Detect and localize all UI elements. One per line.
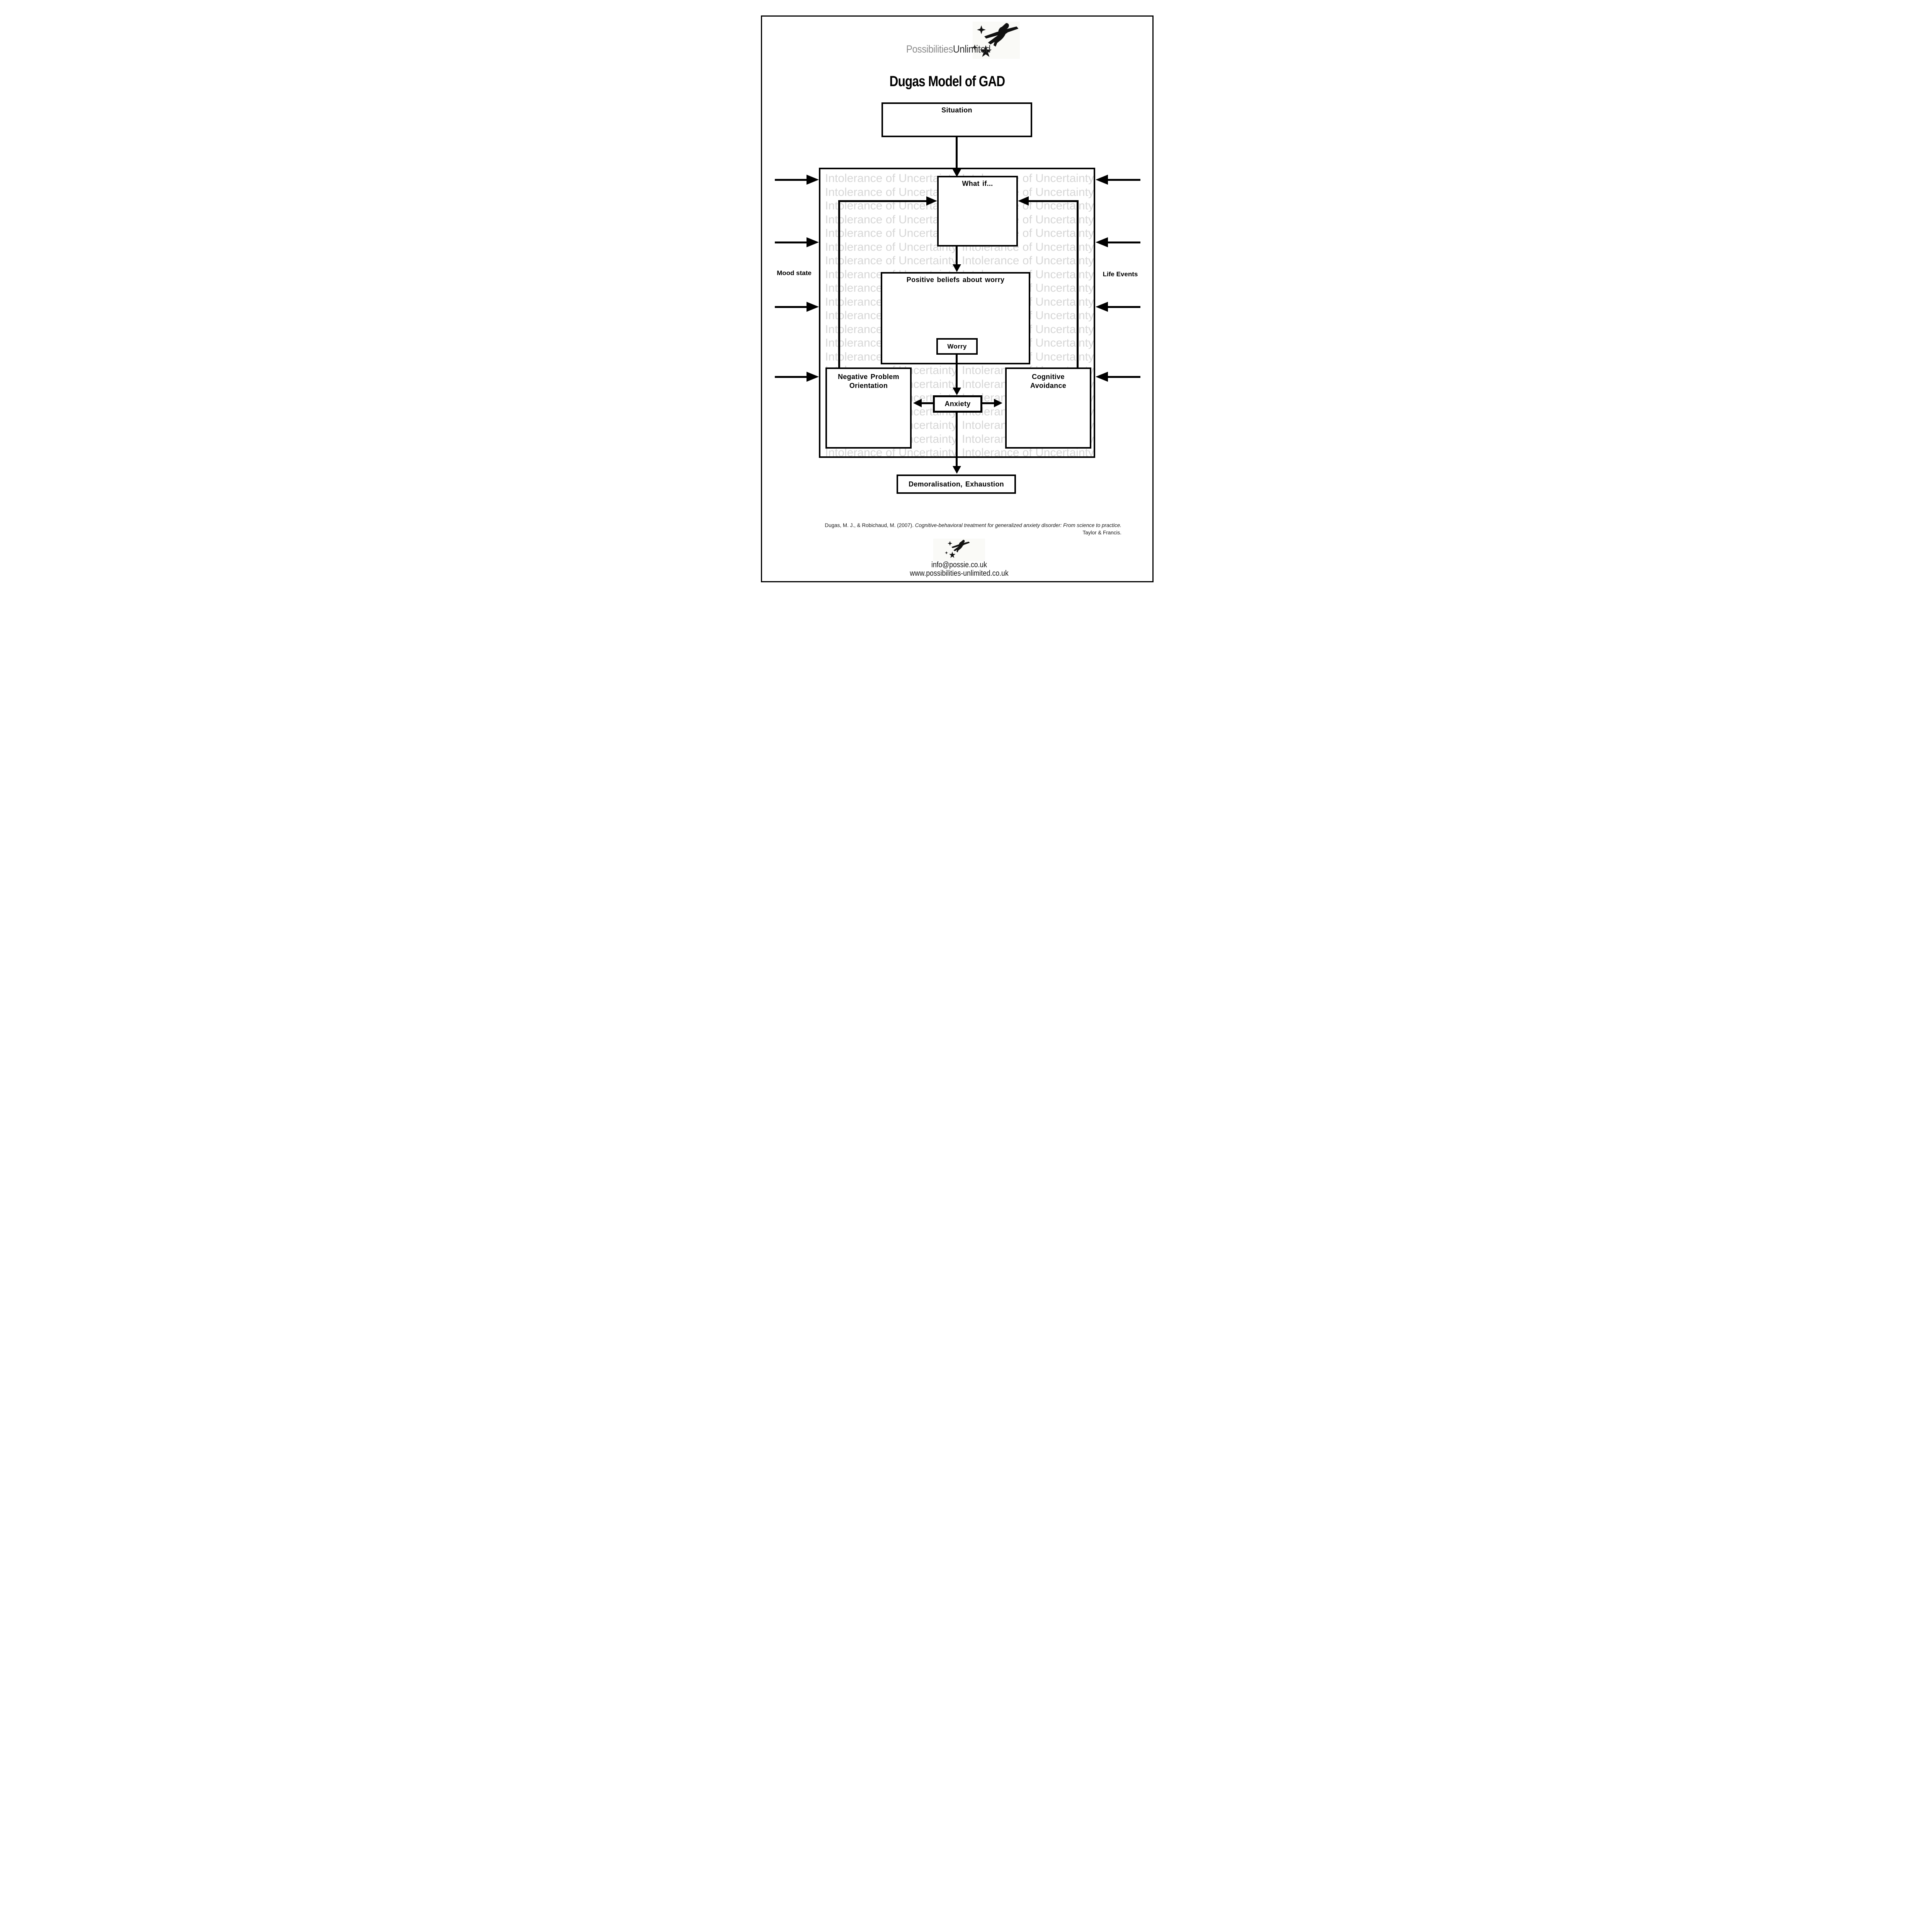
star-icon (945, 551, 948, 554)
brand-possibilities: Possibilities (906, 43, 953, 55)
page-border (761, 15, 1154, 582)
cognitive-avoidance-label: Cognitive Avoidance (1030, 373, 1067, 389)
flying-person-silhouette (984, 23, 1019, 47)
negative-problem-orientation-box: Negative Problem Orientation (825, 367, 912, 449)
worry-label: Worry (947, 343, 967, 350)
page-title: Dugas Model of GAD (889, 73, 1006, 90)
situation-label: Situation (941, 106, 972, 114)
footer-flying-person-icon (945, 540, 970, 558)
footer-email: info@possie.co.uk (931, 561, 987, 569)
brand-unlimited: Unlimited (953, 43, 991, 55)
star-icon (977, 25, 986, 34)
star-icon (948, 541, 953, 546)
worry-box: Worry (936, 338, 978, 355)
cognitive-avoidance-box: Cognitive Avoidance (1005, 367, 1091, 449)
flying-person-silhouette (951, 540, 970, 553)
citation-publisher: Taylor & Francis. (1082, 530, 1121, 536)
what-if-box: What if... (937, 176, 1018, 247)
situation-box: Situation (881, 102, 1032, 137)
star-icon (980, 45, 992, 57)
star-icon (972, 44, 978, 51)
positive-beliefs-label: Positive beliefs about worry (906, 276, 1005, 284)
demoralisation-box: Demoralisation, Exhaustion (897, 474, 1016, 494)
flying-person-icon (972, 23, 1019, 57)
demoralisation-label: Demoralisation, Exhaustion (909, 480, 1004, 488)
document-page: PossibilitiesUnlimited Dugas Model of GA… (745, 0, 1171, 601)
star-icon (949, 551, 956, 558)
anxiety-box: Anxiety (933, 395, 982, 413)
footer-website: www.possibilities-unlimited.co.uk (910, 569, 1009, 578)
citation-title: Cognitive-behavioral treatment for gener… (915, 522, 1121, 528)
citation: Dugas, M. J., & Robichaud, M. (2007). Co… (822, 522, 1121, 536)
life-events-label: Life Events (1103, 270, 1138, 278)
citation-authors: Dugas, M. J., & Robichaud, M. (2007). (825, 522, 915, 528)
negative-problem-orientation-label: Negative Problem Orientation (838, 373, 899, 389)
what-if-label: What if... (962, 180, 993, 187)
brand-wordmark: PossibilitiesUnlimited (896, 43, 1001, 55)
anxiety-label: Anxiety (944, 400, 971, 408)
mood-state-label: Mood state (777, 269, 812, 277)
